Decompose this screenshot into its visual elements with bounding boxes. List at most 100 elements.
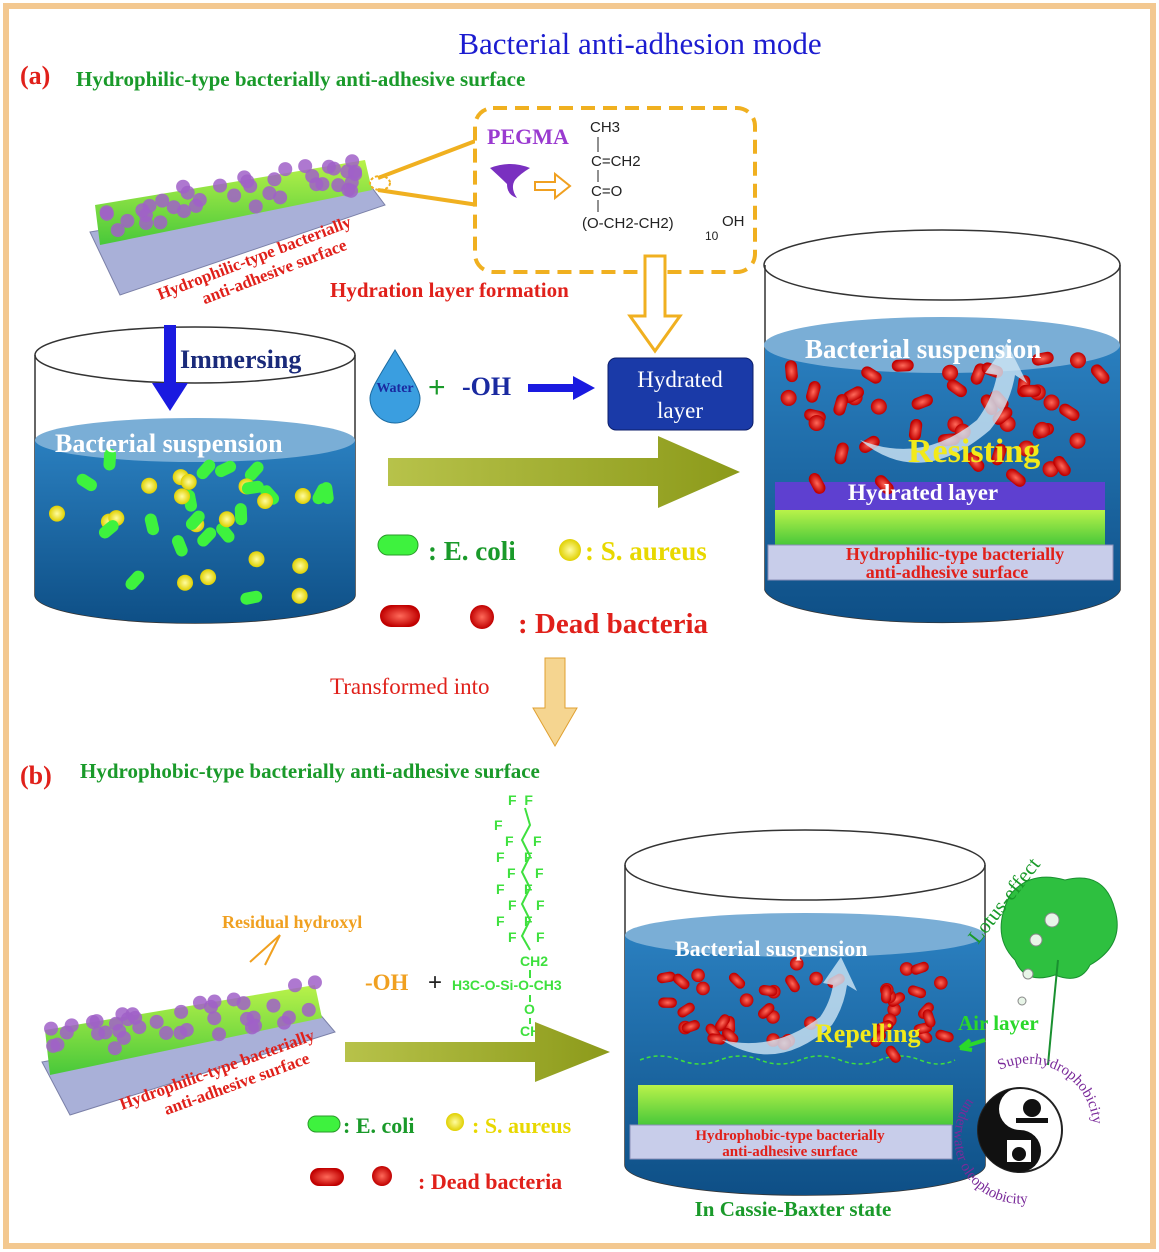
suspension-label-left: Bacterial suspension	[55, 429, 283, 458]
polymer-brush	[226, 992, 241, 1007]
dead-bacterium	[833, 394, 849, 416]
dead-ecoli-icon	[380, 605, 420, 627]
formula-oh: OH	[722, 213, 745, 230]
dead-bacterium	[885, 1045, 901, 1063]
air-layer-arrow-icon	[958, 1038, 986, 1052]
ecoli-bacterium	[215, 460, 237, 478]
transform-arrow-icon	[532, 657, 578, 747]
dead-saureus-icon-b	[372, 1166, 392, 1186]
saureus-icon-b	[446, 1113, 464, 1131]
dead-bacterium	[899, 962, 914, 976]
dead-bacterium	[714, 1014, 730, 1032]
polymer-brush	[91, 1026, 106, 1041]
dead-bacterium	[757, 1002, 775, 1019]
hydrated-layer-box	[607, 357, 754, 431]
polymer-brush	[192, 995, 207, 1010]
ecoli-bacterium	[244, 461, 264, 481]
polymer-brush	[301, 1002, 316, 1017]
saureus-bacterium	[257, 493, 274, 510]
polymer-brush	[64, 1018, 79, 1033]
dead-bacterium	[806, 381, 821, 403]
dead-bacterium	[809, 971, 823, 986]
legend-saureus: : S. aureus	[585, 536, 707, 566]
polymer-brush	[212, 1027, 227, 1042]
dead-bacterium	[721, 1027, 739, 1044]
polymer-brush	[112, 1023, 127, 1038]
dead-bacterium	[935, 1029, 954, 1043]
formula-subscript: 10	[705, 229, 719, 243]
f-row-5: F F	[496, 881, 533, 897]
saureus-bacterium	[294, 488, 311, 505]
dead-bacterium	[691, 968, 705, 983]
polymer-brush	[149, 1014, 164, 1029]
saureus-bacterium	[292, 557, 309, 574]
f-row-1: F	[494, 817, 503, 833]
open-arrow-icon	[534, 171, 572, 201]
process-arrow-b	[345, 1022, 610, 1082]
dead-bacterium	[785, 974, 800, 993]
polymer-brush	[288, 978, 303, 993]
panel-b-label: (b)	[20, 761, 52, 790]
dead-bacterium	[672, 973, 690, 990]
dead-bacterium	[1043, 394, 1060, 411]
pegma-chain-icon	[490, 164, 530, 198]
polymer-brush	[344, 183, 359, 198]
polymer-brush	[345, 154, 360, 169]
dead-bacterium	[1069, 352, 1086, 369]
saureus-bacterium	[48, 505, 65, 522]
hydrated-box-line2: layer	[657, 398, 703, 423]
polymer-brush	[120, 213, 135, 228]
lotus-leaf-icon	[1000, 876, 1118, 1066]
polymer-brush	[142, 198, 157, 213]
polymer-brush	[99, 206, 114, 221]
legend-b-saureus: : S. aureus	[472, 1113, 572, 1138]
residual-pointer	[249, 934, 281, 966]
ecoli-bacterium	[103, 448, 117, 471]
ecoli-bacterium	[241, 480, 264, 495]
polymer-brush	[266, 998, 281, 1013]
polymer-brush	[227, 188, 242, 203]
hydrated-layer-label: Hydrated layer	[848, 480, 998, 505]
ecoli-bacterium	[312, 483, 330, 505]
resisting-label: Resisting	[908, 433, 1040, 470]
dead-bacterium	[911, 394, 933, 410]
dead-bacterium	[784, 360, 798, 383]
cassie-beaker: Bacterial suspension Repelling Hydrophob…	[624, 829, 986, 1196]
polymer-brush	[348, 167, 363, 182]
ecoli-bacterium	[240, 590, 263, 605]
polymer-brush	[309, 177, 324, 192]
figure-border	[3, 3, 1156, 1249]
panel-b-heading: Hydrophobic-type bacterially anti-adhesi…	[80, 759, 540, 783]
formula-c-ch2: C=CH2	[591, 153, 641, 170]
polymer-brush	[153, 215, 168, 230]
dead-ecoli-icon-b	[310, 1168, 344, 1186]
yin-yang-icon: Superhydrophobicity underwater oleophobi…	[950, 1052, 1105, 1208]
dead-bacterium	[780, 389, 797, 406]
dead-bacterium	[696, 981, 710, 996]
dead-bacterium	[739, 993, 754, 1007]
ecoli-bacterium	[144, 513, 160, 536]
legend-b-dead: : Dead bacteria	[418, 1169, 562, 1194]
dead-bacterium	[677, 1002, 695, 1018]
ecoli-bacterium	[98, 520, 119, 539]
polymer-brush	[107, 1041, 122, 1056]
right-beaker: Bacterial suspension Resisting Hydrated …	[763, 229, 1121, 624]
dead-bacterium	[881, 984, 892, 1004]
polymer-brush	[46, 1038, 61, 1053]
dead-saureus-icon	[470, 605, 494, 629]
right-arrow-icon	[528, 376, 595, 400]
repelling-curve-arrow	[722, 957, 857, 1055]
polymer-brush	[207, 1011, 222, 1026]
dead-bacterium	[656, 971, 676, 984]
polymer-brush	[273, 190, 288, 205]
silane-center: H3C-O-Si-O-CH3	[452, 977, 562, 993]
ecoli-bacterium	[234, 503, 248, 526]
dead-bacterium	[870, 1030, 887, 1048]
ecoli-bacterium	[185, 510, 205, 530]
polymer-brush	[174, 1004, 189, 1019]
dead-bacterium	[707, 1033, 726, 1045]
air-layer-label: Air layer	[958, 1011, 1039, 1035]
dead-bacterium	[808, 414, 825, 431]
dead-bacterium	[942, 364, 959, 381]
